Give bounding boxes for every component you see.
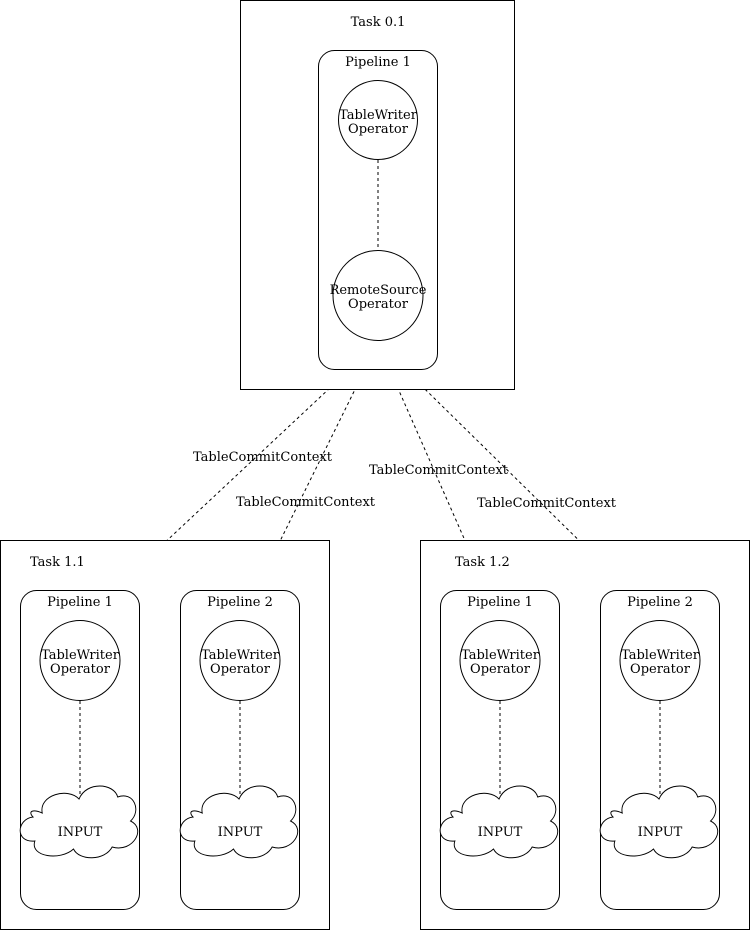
task-0-1-writer-node <box>338 80 418 160</box>
task-1-2-pipeline-1-writer-node <box>459 620 541 701</box>
task-1-1-pipeline-1: Pipeline 1 TableWriter Operator INPUT <box>19 590 140 910</box>
task-1-1-pipeline-2-label: Pipeline 2 <box>207 595 273 610</box>
edge-label-task11-pipeline2: TableCommitContext <box>236 495 376 510</box>
task-1-1-pipeline-1-writer-line2: Operator <box>50 662 111 677</box>
task-0-1: Task 0.1 Pipeline 1 TableWriter Operator… <box>240 0 515 390</box>
task-1-1-label: Task 1.1 <box>30 555 85 570</box>
task-1-2-pipeline-2-writer-node <box>619 620 701 701</box>
task-1-2-pipeline-1-label: Pipeline 1 <box>467 595 533 610</box>
task-1-2-pipeline-1-input-label: INPUT <box>478 825 523 840</box>
task-1-1-pipeline-2-writer-line2: Operator <box>210 662 271 677</box>
task-1-2-pipeline-2-writer-line1: TableWriter <box>621 648 700 663</box>
edge-label-task12-pipeline1: TableCommitContext <box>369 463 509 478</box>
task-1-1-pipeline-2: Pipeline 2 TableWriter Operator INPUT <box>179 590 300 910</box>
task-0-1-writer-line2: Operator <box>348 122 409 137</box>
task-1-2-pipeline-2-input-label: INPUT <box>638 825 683 840</box>
task-0-1-writer-line1: TableWriter <box>339 108 418 123</box>
task-1-2-pipeline-1: Pipeline 1 TableWriter Operator INPUT <box>439 590 560 910</box>
task-1-2-pipeline-2-writer-line2: Operator <box>630 662 691 677</box>
task-1-1-pipeline-1-input-label: INPUT <box>58 825 103 840</box>
task-1-1-pipeline-2-writer-node <box>199 620 281 701</box>
task-1-2: Task 1.2 Pipeline 1 TableWriter Operator… <box>420 540 750 930</box>
task-1-1-pipeline-2-writer-line1: TableWriter <box>201 648 280 663</box>
task-0-1-pipeline-1-label: Pipeline 1 <box>345 55 411 70</box>
task-0-1-source-line1: RemoteSource <box>330 283 427 298</box>
edge-label-task11-pipeline1: TableCommitContext <box>193 450 333 465</box>
edge-labels: TableCommitContext TableCommitContext Ta… <box>193 450 617 511</box>
task-0-1-label: Task 0.1 <box>351 15 406 30</box>
task-1-1-pipeline-2-input-label: INPUT <box>218 825 263 840</box>
task-1-1-pipeline-1-writer-line1: TableWriter <box>41 648 120 663</box>
task-1-2-pipeline-1-writer-line1: TableWriter <box>461 648 540 663</box>
task-1-2-label: Task 1.2 <box>455 555 510 570</box>
edge-label-task12-pipeline2: TableCommitContext <box>477 496 617 511</box>
task-1-1-pipeline-1-label: Pipeline 1 <box>47 595 113 610</box>
task-0-1-source-line2: Operator <box>348 297 409 312</box>
task-1-2-pipeline-2: Pipeline 2 TableWriter Operator INPUT <box>599 590 720 910</box>
task-1-2-pipeline-2-label: Pipeline 2 <box>627 595 693 610</box>
task-0-1-source-node <box>332 250 424 341</box>
task-1-1: Task 1.1 Pipeline 1 TableWriter Operator… <box>0 540 330 930</box>
task-1-2-pipeline-1-writer-line2: Operator <box>470 662 531 677</box>
task-1-1-pipeline-1-writer-node <box>39 620 121 701</box>
